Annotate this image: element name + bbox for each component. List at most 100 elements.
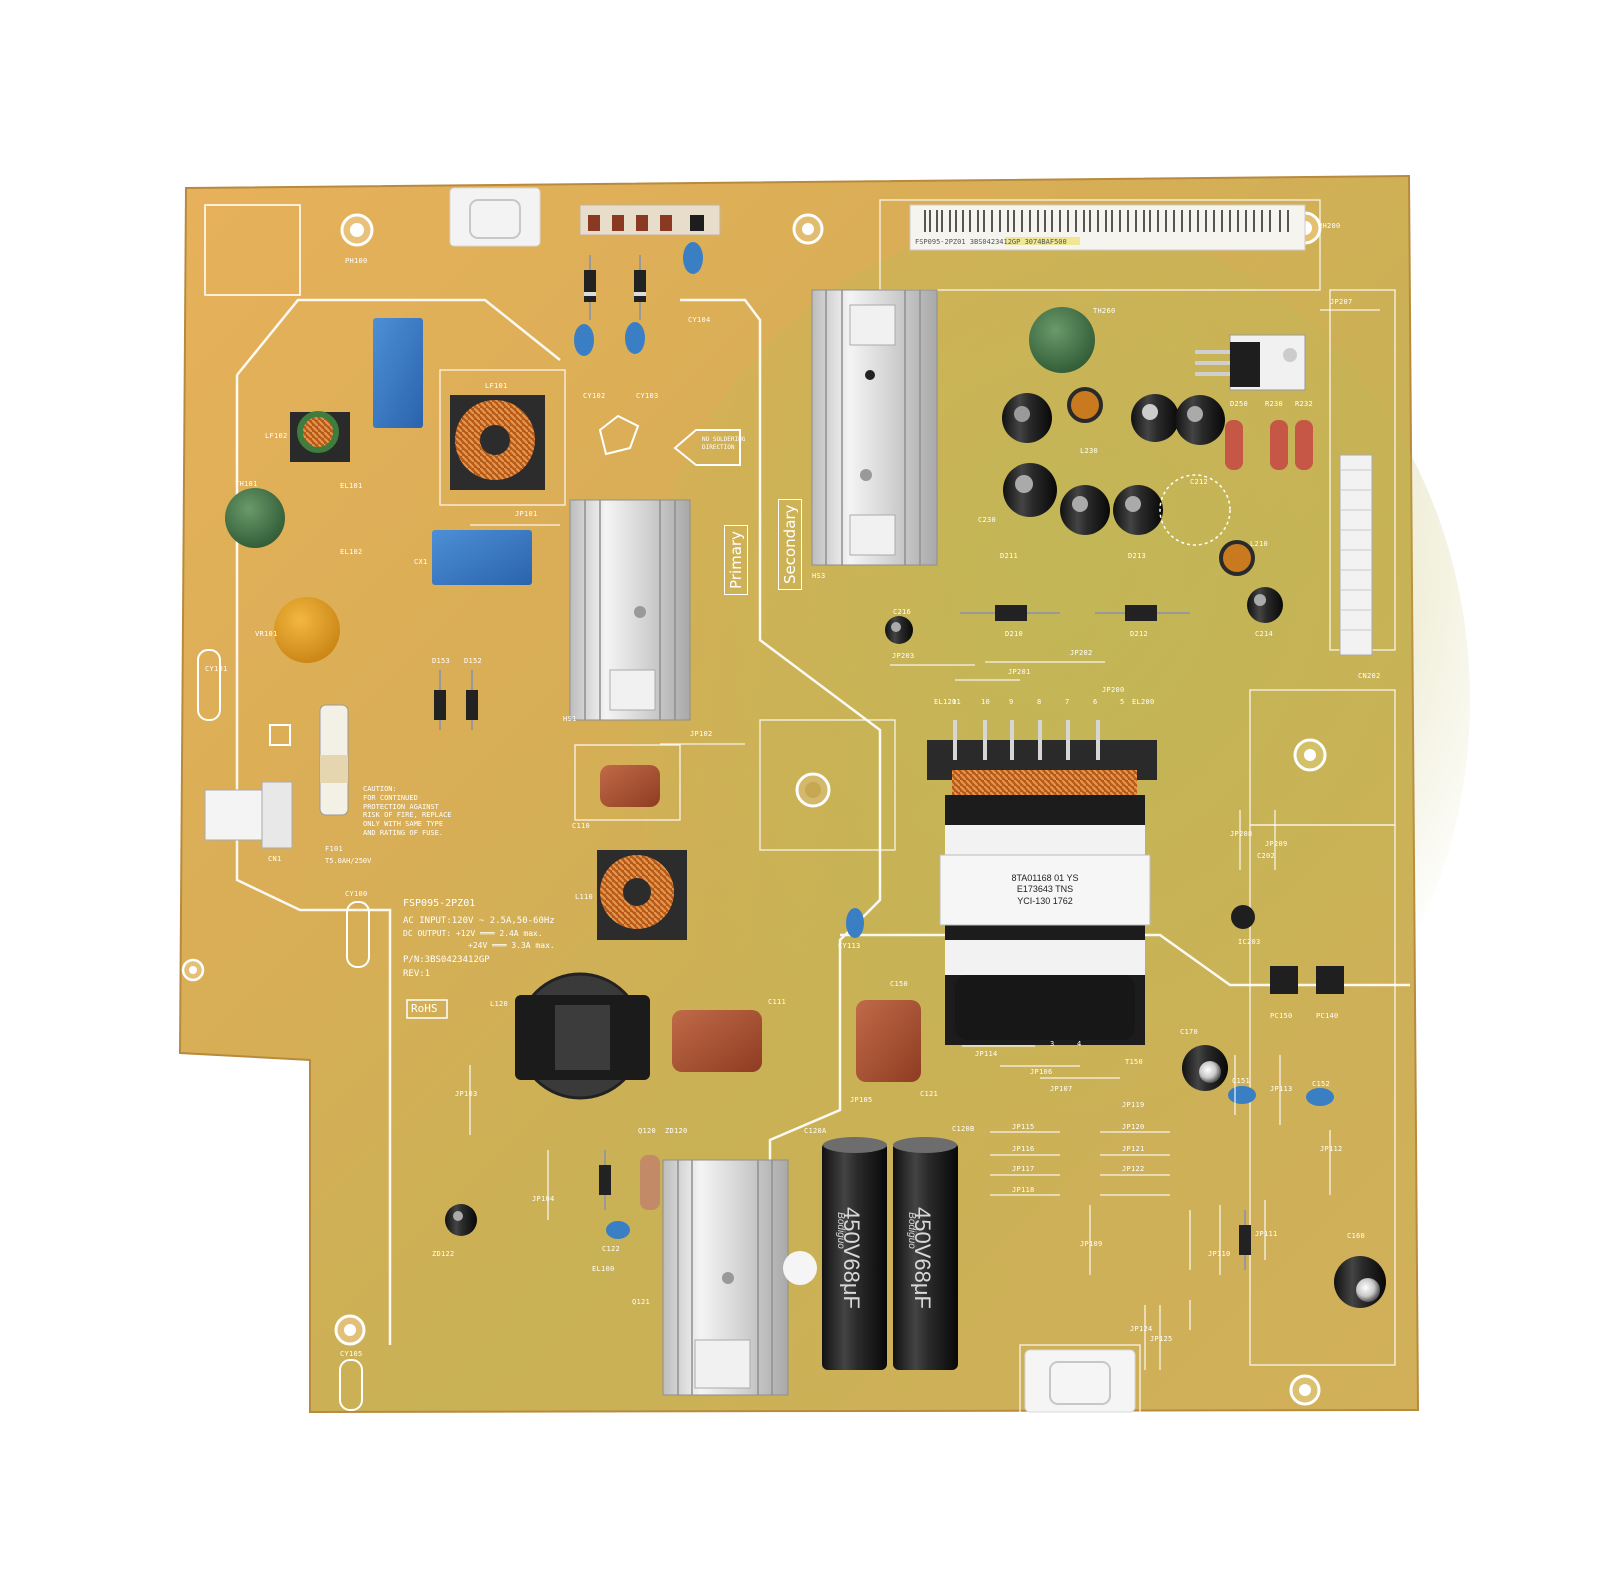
ref-th101: TH101	[235, 480, 258, 488]
ref-hs1: HS1	[563, 715, 577, 723]
ref-pc150: PC150	[1270, 1012, 1293, 1020]
ref-d152: D152	[464, 657, 483, 665]
ref-jp107: JP107	[1050, 1085, 1073, 1093]
ref-ph200: PH200	[1318, 222, 1341, 230]
solder-direction-note: NO SOLDERING DIRECTION	[702, 436, 746, 451]
ref-c170: C170	[1180, 1028, 1199, 1036]
rohs-mark: RoHS	[411, 1002, 438, 1015]
ref-c111: C111	[768, 998, 787, 1006]
transformer-pin-8: 8	[1037, 698, 1042, 706]
transformer-pin-11: 11	[952, 698, 962, 706]
ref-jp201: JP201	[1008, 668, 1031, 676]
ref-jp109: JP109	[1080, 1240, 1103, 1248]
ref-jp124: JP124	[1130, 1325, 1153, 1333]
ref-jp203: JP203	[892, 652, 915, 660]
secondary-label: Secondary	[778, 498, 802, 590]
bulk-cap-brand-right: Bodiguo	[905, 1212, 917, 1249]
ref-el100: EL100	[592, 1265, 615, 1273]
ref-r232: R232	[1295, 400, 1314, 408]
ref-jp110: JP110	[1208, 1250, 1231, 1258]
ref-el101: EL101	[340, 482, 363, 490]
ref-c110: C110	[572, 822, 591, 830]
ref-d211: D211	[1000, 552, 1019, 560]
ref-c122: C122	[602, 1245, 621, 1253]
ref-c214: C214	[1255, 630, 1274, 638]
ref-th260: TH260	[1093, 307, 1116, 315]
ref-c151: C151	[1232, 1077, 1251, 1085]
ref-c160: C160	[1347, 1232, 1366, 1240]
ref-jp102: JP102	[690, 730, 713, 738]
ref-ic203: IC203	[1238, 938, 1261, 946]
ref-c152: C152	[1312, 1080, 1331, 1088]
ref-lf102: LF102	[265, 432, 288, 440]
transformer-pin-5: 5	[1120, 698, 1125, 706]
ref-jp122: JP122	[1122, 1165, 1145, 1173]
ref-pc140: PC140	[1316, 1012, 1339, 1020]
ref-cy101: CY101	[205, 665, 228, 673]
ref-cn1: CN1	[268, 855, 282, 863]
ref-d212: D212	[1130, 630, 1149, 638]
ref-jp104: JP104	[532, 1195, 555, 1203]
transformer-pin-10: 10	[981, 698, 991, 706]
rating-dc-12v: DC OUTPUT: +12V ═══ 2.4A max.	[403, 929, 543, 938]
ref-jp113: JP113	[1270, 1085, 1293, 1093]
ref-c120a: C120A	[804, 1127, 827, 1135]
ref-jp111: JP111	[1255, 1230, 1278, 1238]
fuse-rating: T5.0AH/250V	[325, 857, 372, 865]
ref-cn202: CN202	[1358, 672, 1381, 680]
ref-l210: L210	[1250, 540, 1269, 548]
primary-label: Primary	[724, 525, 748, 595]
ref-el200: EL200	[1132, 698, 1155, 706]
ref-jp209: JP209	[1265, 840, 1288, 848]
rating-ac-input: AC INPUT:120V ~ 2.5A,50-60Hz	[403, 916, 555, 926]
ref-zd122: ZD122	[432, 1250, 455, 1258]
ref-cy100: CY100	[345, 890, 368, 898]
ref-cy113: CY113	[838, 942, 861, 950]
ref-hs3: HS3	[812, 572, 826, 580]
ref-c216: C216	[893, 608, 912, 616]
ref-l120: L120	[490, 1000, 509, 1008]
ref-cy103: CY103	[636, 392, 659, 400]
ref-c150: C150	[890, 980, 909, 988]
transformer-pin-7: 7	[1065, 698, 1070, 706]
barcode-text: FSP095-2PZ01 3BS0423412GP 3074BAF500	[915, 238, 1067, 246]
ref-c230: C230	[978, 516, 997, 524]
ref-cy102: CY102	[583, 392, 606, 400]
ref-l110: L110	[575, 893, 594, 901]
bulk-cap-brand-left: Bodiguo	[834, 1212, 846, 1249]
ref-jp101: JP101	[515, 510, 538, 518]
ref-jp208: JP208	[1230, 830, 1253, 838]
ref-d250: D250	[1230, 400, 1249, 408]
ref-q121: Q121	[632, 1298, 651, 1306]
ref-jp103: JP103	[455, 1090, 478, 1098]
ref-jp207: JP207	[1330, 298, 1353, 306]
transformer-pin-9: 9	[1009, 698, 1014, 706]
ref-jp200: JP200	[1102, 686, 1125, 694]
ref-t150: T150	[1125, 1058, 1144, 1066]
ref-cx1: CX1	[414, 558, 428, 566]
ref-jp117: JP117	[1012, 1165, 1035, 1173]
transformer-label: 8TA01168 01 YS E173643 TNS YCI-130 1762	[1011, 873, 1079, 906]
ref-jp116: JP116	[1012, 1145, 1035, 1153]
ref-cy104: CY104	[688, 316, 711, 324]
ref-c121: C121	[920, 1090, 939, 1098]
ref-c212: C212	[1190, 478, 1209, 486]
ref-q120: Q120	[638, 1127, 657, 1135]
ref-el120: EL120	[934, 698, 957, 706]
ref-jp119: JP119	[1122, 1101, 1145, 1109]
transformer-pin-3: 3	[1050, 1040, 1055, 1048]
rating-dc-24v: +24V ═══ 3.3A max.	[468, 941, 555, 950]
ref-f101: F101	[325, 845, 344, 853]
ref-jp125: JP125	[1150, 1335, 1173, 1343]
ref-jp106: JP106	[1030, 1068, 1053, 1076]
ref-jp115: JP115	[1012, 1123, 1035, 1131]
model-label: FSP095-2PZ01	[403, 898, 476, 909]
ref-jp114: JP114	[975, 1050, 998, 1058]
ref-jp121: JP121	[1122, 1145, 1145, 1153]
ref-vr101: VR101	[255, 630, 278, 638]
ref-jp112: JP112	[1320, 1145, 1343, 1153]
ref-ph100: PH100	[345, 257, 368, 265]
transformer-pin-4: 4	[1077, 1040, 1082, 1048]
ref-d153: D153	[432, 657, 451, 665]
